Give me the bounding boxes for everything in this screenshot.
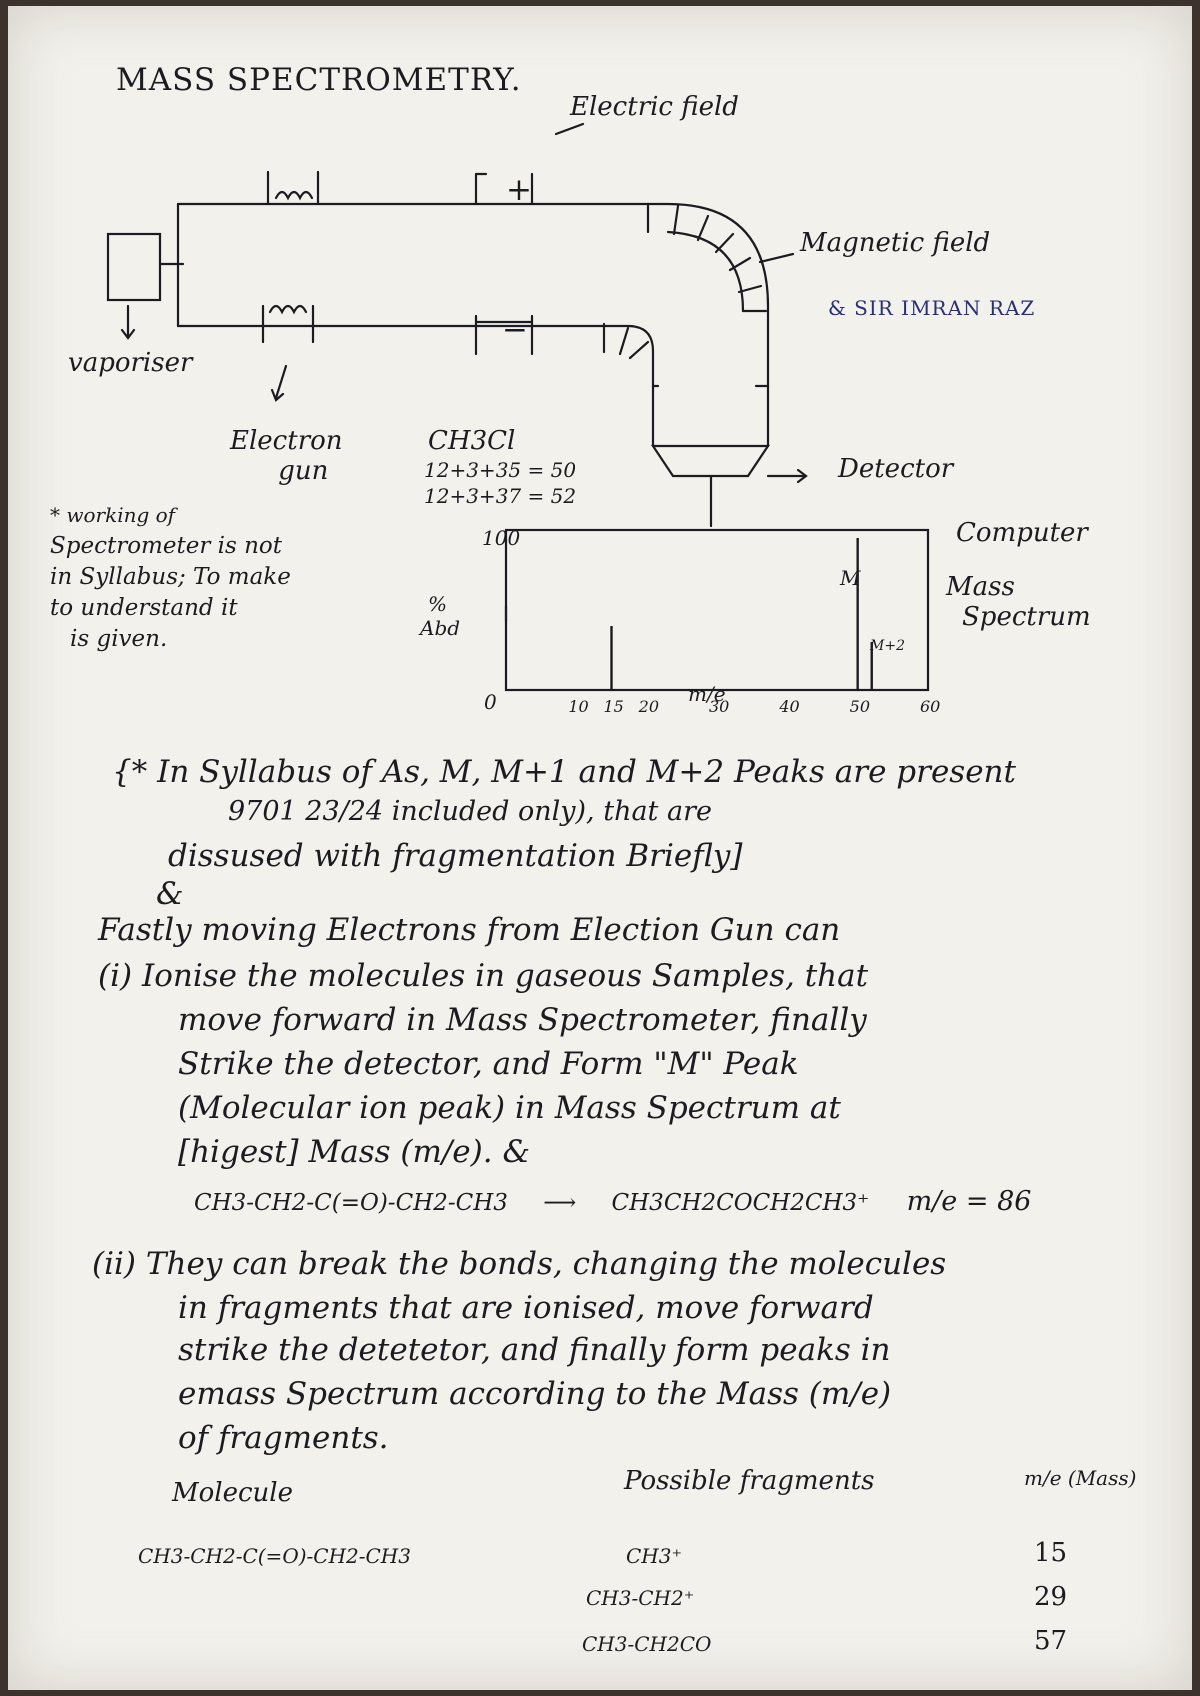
flight-tube-inner <box>176 324 660 388</box>
table-row-3-fragment: CH3-CH2CO <box>582 1632 712 1656</box>
equation-1-reactant: CH3-CH2-C(=O)-CH2-CH3 <box>194 1190 508 1216</box>
x-tick-30: 30 <box>709 697 729 716</box>
syllabus-line-1: {* In Syllabus of As, M, M+1 and M+2 Pea… <box>112 754 1016 790</box>
syllabus-line-2: 9701 23/24 included only), that are <box>228 796 712 827</box>
label-mass-spectrum-line1: Mass <box>946 572 1015 602</box>
table-row-3-mass: 57 <box>1034 1626 1068 1656</box>
x-tick-40: 40 <box>778 697 799 716</box>
label-mass-spectrum: Mass Spectrum <box>946 572 1091 632</box>
peak-label-m: M <box>840 566 861 590</box>
label-minus-plate: − <box>502 312 528 348</box>
author-credit: & SIR IMRAN RAZ <box>828 296 1036 320</box>
syllabus-line-3: dissused with fragmentation Briefly] <box>168 838 743 874</box>
point-1-line-2: move forward in Mass Spectrometer, final… <box>178 1002 867 1038</box>
label-formula: CH3Cl <box>428 426 516 456</box>
point-1-line-1: (i) Ionise the molecules in gaseous Samp… <box>98 958 869 994</box>
notebook-page: MASS SPECTROMETRY. <box>8 6 1192 1690</box>
label-plus-plate: + <box>506 172 532 208</box>
axis-x-label: m/e <box>688 682 726 706</box>
table-header-mass: m/e (Mass) <box>1024 1466 1137 1490</box>
point-2-line-3: strike the detetetor, and finally form p… <box>178 1332 891 1368</box>
detector-shape <box>650 444 771 478</box>
label-mass-spectrum-line2: Spectrum <box>962 602 1091 632</box>
table-row-2-fragment: CH3-CH2⁺ <box>586 1586 695 1610</box>
label-vaporiser: vaporiser <box>68 348 193 378</box>
label-electron-gun-line1: Electron <box>230 426 343 456</box>
x-tick-60: 60 <box>920 697 940 716</box>
x-tick-10: 10 <box>568 697 588 716</box>
label-electron-gun: Electron gun <box>230 426 343 486</box>
table-header-fragments: Possible fragments <box>624 1466 875 1496</box>
x-tick-20: 20 <box>638 697 659 716</box>
note-line-4: to understand it <box>50 595 238 621</box>
vaporiser-chamber <box>106 232 162 302</box>
axis-y-label: % Abd <box>420 592 460 640</box>
equation-1-arrow: ⟶ <box>543 1190 577 1216</box>
note-line-5: is given. <box>70 626 168 652</box>
equation-1-mz: m/e = 86 <box>906 1186 1032 1217</box>
table-header-molecule: Molecule <box>172 1478 293 1508</box>
peak-label-m2: M+2 <box>870 638 905 654</box>
note-line-1: * working of <box>50 503 176 527</box>
axis-origin: 0 <box>484 690 497 714</box>
point-2-line-4: emass Spectrum according to the Mass (m/… <box>178 1376 892 1412</box>
axis-y-label-1: % <box>428 592 448 616</box>
x-tick-15: 15 <box>604 697 624 716</box>
point-1-line-5: [higest] Mass (m/e). & <box>178 1134 531 1170</box>
table-row-1-fragment: CH3⁺ <box>626 1544 683 1568</box>
point-1-line-3: Strike the detector, and Form "M" Peak <box>178 1046 799 1082</box>
label-calc-1: 12+3+35 = 50 <box>424 458 577 482</box>
para-intro: Fastly moving Electrons from Election Gu… <box>98 912 841 948</box>
label-calc-2: 12+3+37 = 52 <box>424 484 577 508</box>
flight-tube-outer <box>176 202 770 388</box>
x-tick-50: 50 <box>850 697 870 716</box>
point-1-line-4: (Molecular ion peak) in Mass Spectrum at <box>178 1090 841 1126</box>
note-line-3: in Syllabus; To make <box>50 564 291 590</box>
ampersand-mark: & <box>156 876 184 912</box>
label-electric-field: Electric field <box>570 92 739 122</box>
point-2-line-1: (ii) They can break the bonds, changing … <box>92 1246 947 1282</box>
page-title: MASS SPECTROMETRY. <box>116 62 522 98</box>
label-electron-gun-line2: gun <box>278 456 329 486</box>
table-row-2-mass: 29 <box>1034 1582 1068 1612</box>
point-2-line-2: in fragments that are ionised, move forw… <box>178 1290 874 1326</box>
equation-1-product: CH3CH2COCH2CH3⁺ <box>611 1190 870 1216</box>
note-working: * working of Spectrometer is not in Syll… <box>50 500 291 655</box>
label-detector: Detector <box>838 454 954 484</box>
label-computer: Computer <box>956 518 1088 548</box>
table-molecule: CH3-CH2-C(=O)-CH2-CH3 <box>138 1544 411 1568</box>
equation-1: CH3-CH2-C(=O)-CH2-CH3 ⟶ CH3CH2COCH2CH3⁺ … <box>194 1186 1031 1217</box>
axis-y-label-2: Abd <box>420 616 461 640</box>
point-2-line-5: of fragments. <box>178 1420 389 1456</box>
spectrum-frame <box>504 528 930 692</box>
axis-y-max: 100 <box>482 526 521 550</box>
table-row-1-mass: 15 <box>1034 1538 1068 1568</box>
note-line-2: Spectrometer is not <box>50 533 283 559</box>
mass-spectrometer-diagram: 10 15 20 30 40 50 60 <box>106 122 940 716</box>
label-magnetic-field: Magnetic field <box>800 228 991 258</box>
